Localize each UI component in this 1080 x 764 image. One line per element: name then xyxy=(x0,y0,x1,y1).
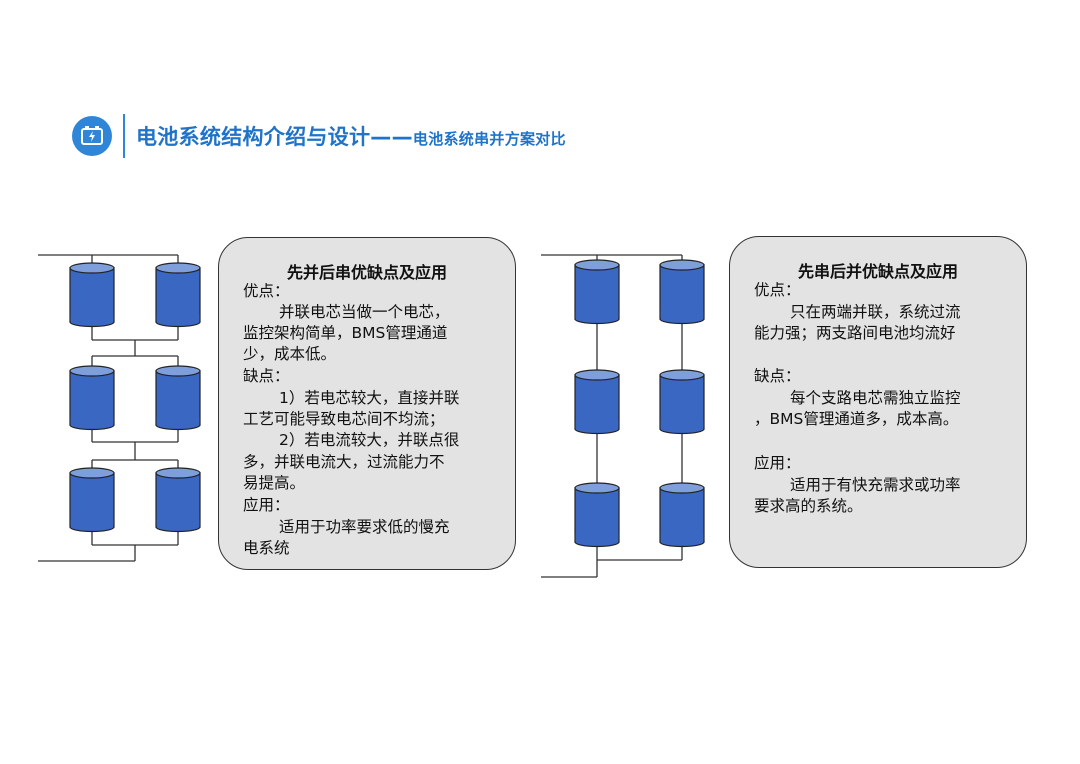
parallel-series-panel: 先并后串优缺点及应用 优点： 并联电芯当做一个电芯， 监控架构简单，BMS管理通… xyxy=(218,237,516,570)
battery-cell xyxy=(155,365,201,431)
panel-line: 并联电芯当做一个电芯， xyxy=(279,303,450,321)
battery-cell xyxy=(574,369,620,435)
panel-line: 应用： xyxy=(243,496,290,514)
panel-line: 要求高的系统。 xyxy=(754,497,863,515)
battery-cell xyxy=(69,467,115,533)
battery-cell xyxy=(69,262,115,328)
panel-heading: 先并后串优缺点及应用 xyxy=(286,263,447,282)
panel-line: 只在两端并联，系统过流 xyxy=(790,303,961,321)
panel-line: ，BMS管理通道多，成本高。 xyxy=(754,410,959,428)
panel-line: 多，并联电流大，过流能力不 xyxy=(243,453,445,471)
battery-cell xyxy=(574,259,620,325)
battery-cell xyxy=(659,369,705,435)
panel-line: 缺点： xyxy=(754,367,801,385)
panel-line: 每个支路电芯需独立监控 xyxy=(790,389,961,407)
panel-line: 适用于功率要求低的慢充 xyxy=(279,518,450,536)
series-parallel-panel: 先串后并优缺点及应用 优点： 只在两端并联，系统过流 能力强；两支路间电池均流好… xyxy=(729,236,1027,568)
panel-line: 易提高。 xyxy=(243,474,306,492)
battery-cell xyxy=(574,482,620,548)
header-divider xyxy=(123,114,125,158)
panel-line: 适用于有快充需求或功率 xyxy=(790,476,961,494)
panel-line: 工艺可能导致电芯间不均流； xyxy=(243,410,445,428)
panel-heading: 先串后并优缺点及应用 xyxy=(797,262,958,281)
left-cells xyxy=(69,262,201,533)
panel-line: 优点： xyxy=(243,282,290,300)
page-subtitle: 电池系统串并方案对比 xyxy=(412,130,566,148)
panel-line: 缺点： xyxy=(243,367,290,385)
series-then-parallel-diagram xyxy=(541,254,683,578)
panel-line: 能力强；两支路间电池均流好 xyxy=(754,324,956,342)
battery-cell xyxy=(659,259,705,325)
panel-line: 优点： xyxy=(754,281,801,299)
battery-icon xyxy=(72,116,112,156)
battery-cell xyxy=(69,365,115,431)
panel-line: 应用： xyxy=(754,454,801,472)
battery-cell xyxy=(155,467,201,533)
right-cells xyxy=(574,259,705,548)
battery-cell xyxy=(659,482,705,548)
battery-cell xyxy=(155,262,201,328)
panel-line: 少，成本低。 xyxy=(243,345,337,363)
panel-line: 2）若电流较大，并联点很 xyxy=(279,431,460,449)
page-title: 电池系统结构介绍与设计——电池系统串并方案对比 xyxy=(136,125,566,149)
panel-line: 监控架构简单，BMS管理通道 xyxy=(243,324,448,342)
header: 电池系统结构介绍与设计——电池系统串并方案对比 xyxy=(72,114,772,158)
panel-line: 电系统 xyxy=(243,539,290,557)
panel-line: 1）若电芯较大，直接并联 xyxy=(279,389,460,407)
